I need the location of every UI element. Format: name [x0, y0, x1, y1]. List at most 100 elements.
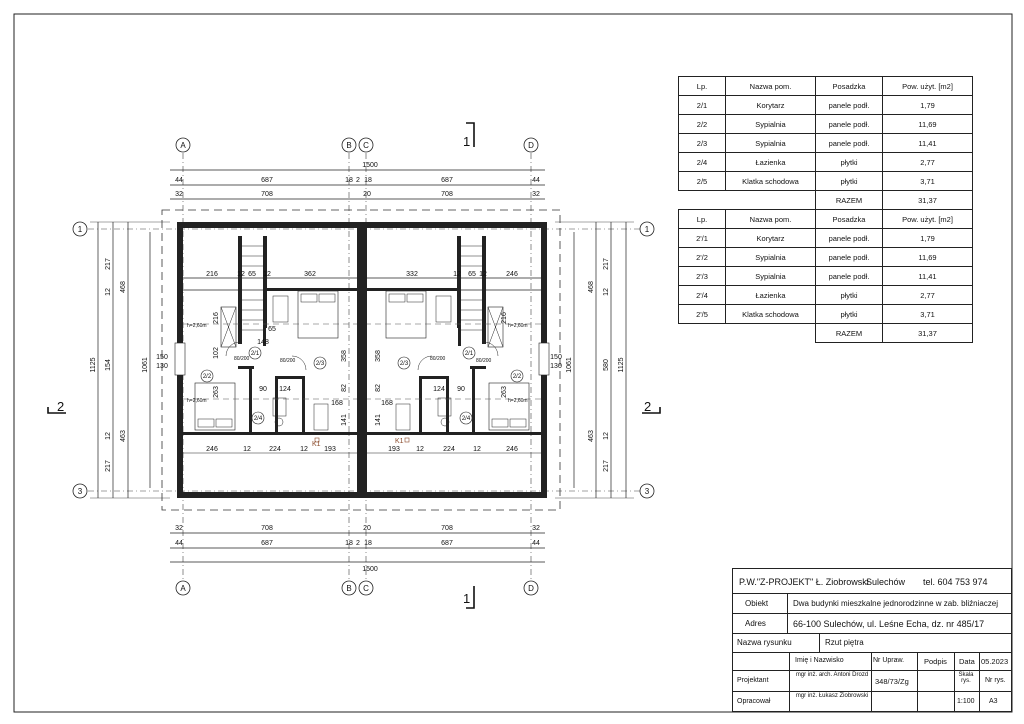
designer-name: mgr inż. arch. Antoni Drozd — [795, 672, 869, 678]
dim-label: 32 — [175, 525, 183, 532]
cell: płytki — [815, 152, 883, 172]
cell: panele podł. — [815, 266, 883, 286]
dim-label: 65 — [468, 271, 476, 278]
dim-label: 12 — [473, 446, 481, 453]
axis-bubble-3-left — [72, 483, 88, 499]
axis-bubble-c-top — [358, 137, 374, 153]
dim-label: 90 — [457, 386, 465, 393]
company-phone: tel. 604 753 974 — [923, 577, 988, 587]
cell: Sypialnia — [725, 114, 816, 134]
header-cell: Lp. — [678, 76, 726, 96]
axis-label: B — [346, 141, 351, 150]
cell: 2'/1 — [678, 228, 726, 248]
cell: 3,71 — [882, 171, 973, 191]
total-value: 31,37 — [882, 190, 973, 210]
section-mark-2-left — [47, 407, 66, 414]
total-label: RAZEM — [815, 323, 883, 343]
divider — [871, 653, 872, 711]
dim-label: 1061 — [566, 357, 573, 373]
scale-label: Skala rys. — [958, 672, 974, 684]
divider — [819, 634, 820, 653]
section-label: 1 — [463, 591, 470, 606]
divider — [917, 653, 918, 711]
section-label: 1 — [463, 134, 470, 149]
room-number: 2/1 — [465, 351, 474, 357]
dim-label: 168 — [381, 400, 393, 407]
dim-label: 358 — [341, 350, 348, 362]
height-note: h=2,60m — [508, 323, 528, 329]
dim-label: 154 — [105, 359, 112, 371]
axis-label: D — [528, 584, 534, 593]
room-number: 2/2 — [513, 374, 522, 380]
divider — [979, 653, 980, 711]
table-header: Lp. Nazwa pom. Posadzka Pow. użyt. [m2] — [678, 76, 973, 96]
dim-label: 217 — [105, 460, 112, 472]
axis-bubble-d-top — [523, 137, 539, 153]
designer-row: Projektant mgr inż. arch. Antoni Drozd 3… — [733, 671, 1011, 692]
dim-label: 246 — [506, 271, 518, 278]
axis-bubble-b-bottom — [341, 580, 357, 596]
col-sign-header: Podpis — [924, 657, 947, 666]
dim-label: 20 — [363, 525, 371, 532]
cell: Klatka schodowa — [725, 304, 816, 324]
dim-label: 90 — [259, 386, 267, 393]
cell: 2/5 — [678, 171, 726, 191]
roof-outline — [161, 209, 561, 511]
dim-label: 65 — [248, 271, 256, 278]
cell: 2'/5 — [678, 304, 726, 324]
axis-label: A — [180, 141, 186, 150]
door-label: 80/200 — [476, 358, 492, 364]
cell: płytki — [815, 285, 883, 305]
address-label: Adres — [745, 619, 766, 628]
cell: Klatka schodowa — [725, 171, 816, 191]
dim-label: 246 — [206, 446, 218, 453]
dim-label: 12 — [300, 446, 308, 453]
cell: 2'/4 — [678, 285, 726, 305]
dim-label: 224 — [269, 446, 281, 453]
cell: 1,79 — [882, 95, 973, 115]
cell: 11,41 — [882, 266, 973, 286]
dim-label: 1125 — [90, 357, 97, 372]
cell: Łazienka — [725, 152, 816, 172]
header-cell: Pow. użyt. [m2] — [882, 209, 973, 229]
header-cell: Pow. użyt. [m2] — [882, 76, 973, 96]
dim-label: 2 — [356, 177, 360, 184]
cell: 2/2 — [678, 114, 726, 134]
dim-label: 1500 — [362, 162, 378, 169]
company-city: Sulechów — [866, 577, 906, 587]
dim-label: 12 — [105, 288, 112, 296]
room-number: 2/1 — [251, 351, 260, 357]
cell: płytki — [815, 304, 883, 324]
axis-label: 3 — [645, 487, 650, 496]
drawing-label: Nazwa rysunku — [737, 638, 792, 647]
dim-label: 1500 — [362, 566, 378, 573]
dim-label: 12 — [243, 446, 251, 453]
section-mark-1-bottom — [466, 586, 475, 609]
dim-label: 12 — [263, 271, 271, 278]
dim-label: 332 — [406, 271, 418, 278]
dim-label: 708 — [441, 191, 453, 198]
cell: panele podł. — [815, 228, 883, 248]
axis-label: 1 — [645, 225, 650, 234]
header-cell: Nazwa pom. — [725, 209, 816, 229]
dim-label: 463 — [588, 430, 595, 442]
dim-label: 32 — [532, 525, 540, 532]
dimension-lines — [90, 169, 634, 563]
axis-label: B — [346, 584, 351, 593]
dim-label: 463 — [120, 430, 127, 442]
room-table-2: Lp. Nazwa pom. Posadzka Pow. użyt. [m2] … — [678, 209, 973, 343]
dim-label: 44 — [175, 177, 183, 184]
header-cell: Posadzka — [815, 209, 883, 229]
axis-label: 1 — [78, 225, 83, 234]
dim-label: 18 — [345, 540, 353, 547]
room-table-1: Lp. Nazwa pom. Posadzka Pow. użyt. [m2] … — [678, 76, 973, 210]
drawing-row: Nazwa rysunku Rzut piętra — [733, 634, 1011, 653]
dim-label: 12 — [603, 432, 610, 440]
dim-label: 687 — [261, 177, 273, 184]
